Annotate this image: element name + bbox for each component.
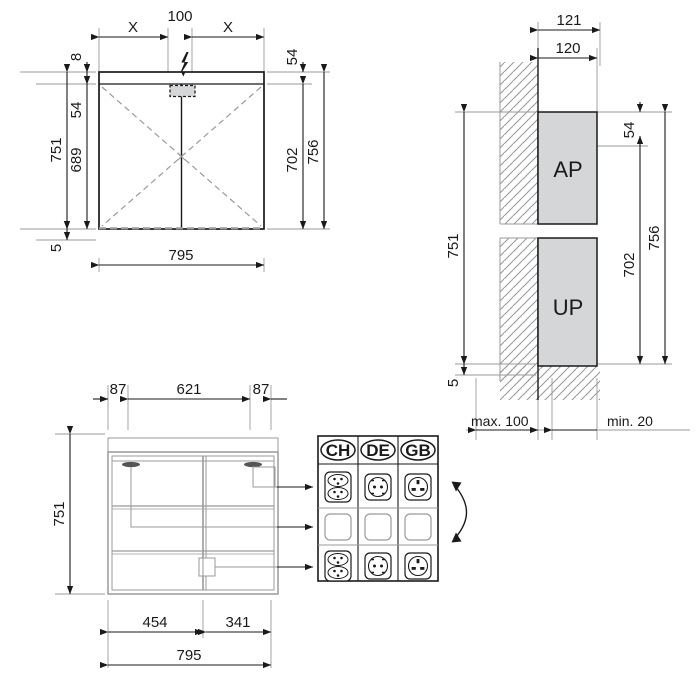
view-side-section: AP UP 121 120 751 5 54 702 756 bbox=[445, 12, 690, 440]
header-pill-ch bbox=[320, 439, 356, 461]
ap-label: AP bbox=[553, 157, 582, 182]
double-curved-arrow-icon bbox=[451, 481, 468, 543]
socket-row-3 bbox=[324, 550, 432, 582]
dim-plan-left-87: 87 bbox=[110, 381, 127, 398]
dim-front-left-top-gap: 8 bbox=[68, 53, 85, 61]
dim-front-left-upper: 54 bbox=[68, 102, 85, 119]
blank-plate-icon-gb bbox=[404, 513, 432, 541]
dim-plan-454: 454 bbox=[142, 614, 167, 631]
dim-side-right-756: 756 bbox=[646, 225, 663, 250]
interior-shelf-edges bbox=[112, 508, 274, 555]
top-socket-outline bbox=[252, 466, 276, 488]
dim-side-right-702: 702 bbox=[621, 252, 638, 277]
socket-row-1 bbox=[324, 471, 432, 503]
dim-plan-total-795: 795 bbox=[176, 647, 201, 664]
socket-variant-table: CH DE GB bbox=[277, 435, 468, 582]
dim-plan-right-87: 87 bbox=[253, 381, 270, 398]
dim-side-left-5: 5 bbox=[445, 379, 462, 387]
up-mount-box bbox=[537, 237, 598, 367]
leader-middle-socket bbox=[130, 467, 290, 528]
blank-plate-icon-de bbox=[364, 513, 392, 541]
cabinet-inner-frame bbox=[111, 455, 275, 591]
electrical-connection-box bbox=[169, 84, 196, 98]
ch-double-socket-icon bbox=[324, 471, 352, 503]
view-front-elevation: X 100 X 751 689 54 8 5 54 702 756 795 bbox=[20, 8, 330, 272]
dim-front-right-total: 756 bbox=[305, 139, 322, 164]
socket-row-2-blank bbox=[324, 513, 432, 541]
front-right-dimension-chain bbox=[299, 62, 328, 230]
header-label-gb: GB bbox=[405, 441, 431, 460]
dim-front-top-center: 100 bbox=[167, 8, 192, 25]
dim-side-left-751: 751 bbox=[445, 233, 462, 258]
dim-side-outer-121: 121 bbox=[556, 12, 581, 29]
note-max-100: max. 100 bbox=[471, 413, 529, 429]
side-right-dimension-chain bbox=[636, 102, 669, 365]
dim-front-left-bottom: 5 bbox=[48, 244, 65, 252]
ch-double-socket-icon-2 bbox=[324, 550, 352, 582]
lightning-bolt-icon bbox=[180, 52, 189, 73]
socket-callout-arrows bbox=[277, 483, 314, 571]
dim-front-right-top: 54 bbox=[284, 49, 301, 66]
gb-socket-icon-2 bbox=[404, 552, 432, 580]
socket-table-header-row: CH DE GB bbox=[320, 439, 436, 461]
left-door-handle-icon bbox=[122, 461, 140, 468]
gb-socket-icon bbox=[404, 473, 432, 501]
de-schuko-socket-icon-2 bbox=[364, 552, 392, 580]
bottom-socket-box bbox=[198, 557, 216, 577]
wall-section-lower bbox=[500, 238, 538, 381]
socket-table-row-lines-light bbox=[318, 507, 438, 546]
cabinet-interior-outline bbox=[107, 451, 279, 595]
wall-section-upper bbox=[500, 62, 538, 224]
lightning-bolt-arrowhead-icon bbox=[181, 72, 186, 77]
dim-side-right-54: 54 bbox=[621, 122, 638, 139]
view-plan-interior: 87 621 87 bbox=[51, 381, 290, 669]
right-door-handle-icon bbox=[244, 461, 262, 468]
up-label: UP bbox=[553, 295, 584, 320]
cabinet-top-cap bbox=[107, 437, 279, 453]
ap-mount-box bbox=[537, 111, 598, 225]
dim-side-inner-120: 120 bbox=[555, 40, 580, 57]
dim-plan-341: 341 bbox=[225, 614, 250, 631]
de-schuko-socket-icon bbox=[364, 473, 392, 501]
header-pill-gb bbox=[400, 439, 436, 461]
dim-front-right-inner: 702 bbox=[284, 147, 301, 172]
floor-slab-section bbox=[500, 366, 600, 400]
dim-front-x-right: X bbox=[223, 19, 233, 36]
dim-plan-height-751: 751 bbox=[51, 501, 68, 526]
header-label-de: DE bbox=[366, 441, 390, 460]
note-min-20: min. 20 bbox=[607, 413, 653, 429]
front-left-dimension-chain bbox=[63, 62, 91, 241]
interior-shelves bbox=[112, 505, 274, 552]
blank-plate-icon-ch bbox=[324, 513, 352, 541]
header-label-ch: CH bbox=[326, 441, 351, 460]
swing-center-cross bbox=[177, 152, 186, 161]
dim-front-x-left: X bbox=[128, 19, 138, 36]
dim-front-left-total: 751 bbox=[48, 137, 65, 162]
dim-front-left-body: 689 bbox=[68, 147, 85, 172]
plan-bottom-dimension-chain bbox=[99, 628, 272, 669]
dim-front-width: 795 bbox=[168, 247, 193, 264]
dim-plan-center-621: 621 bbox=[176, 381, 201, 398]
header-pill-de bbox=[360, 439, 396, 461]
